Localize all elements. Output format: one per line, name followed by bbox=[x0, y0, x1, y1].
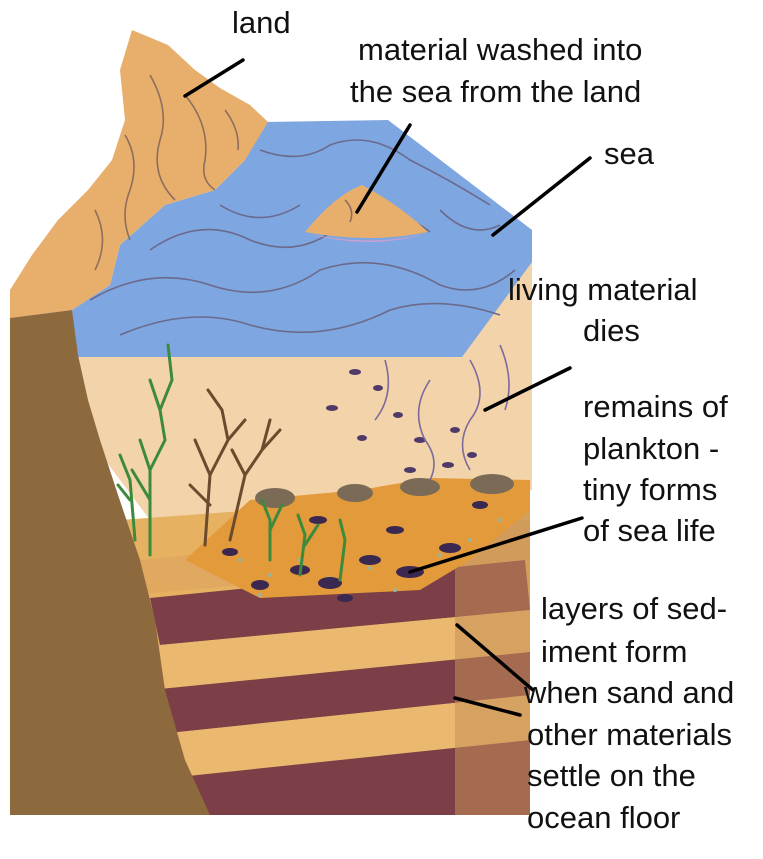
label-layers-line6: ocean floor bbox=[527, 800, 680, 835]
label-living-line2: dies bbox=[583, 313, 640, 348]
label-living-line1: living material bbox=[508, 272, 698, 307]
label-remains-line2: plankton - bbox=[583, 431, 719, 466]
label-washed-line1: material washed into bbox=[358, 32, 642, 67]
label-layers-line4: other materials bbox=[527, 717, 732, 752]
label-land: land bbox=[232, 5, 291, 40]
label-layers-line2: iment form bbox=[541, 634, 687, 669]
label-layers-line5: settle on the bbox=[527, 758, 696, 793]
label-washed-line2: the sea from the land bbox=[350, 74, 641, 109]
label-layers-line3: when sand and bbox=[523, 675, 734, 710]
label-layers-line1: layers of sed- bbox=[541, 591, 727, 626]
label-remains-line4: of sea life bbox=[583, 513, 716, 548]
label-remains-line1: remains of bbox=[583, 389, 728, 424]
label-remains-line3: tiny forms bbox=[583, 472, 717, 507]
pointer-sea bbox=[493, 158, 590, 235]
label-sea: sea bbox=[604, 136, 655, 171]
